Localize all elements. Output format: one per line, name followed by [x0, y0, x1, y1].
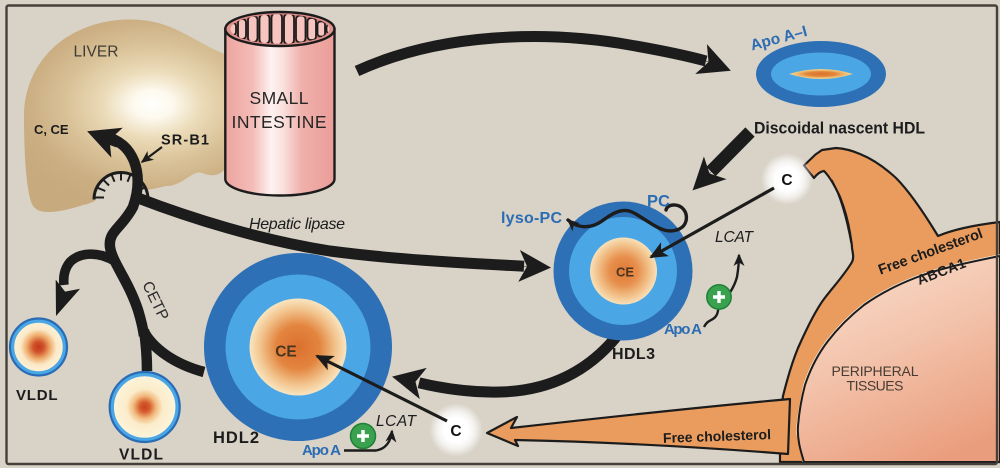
svg-text:LCAT: LCAT	[376, 413, 418, 430]
svg-text:C: C	[450, 423, 461, 440]
svg-text:VLDL: VLDL	[119, 447, 163, 464]
svg-text:PERIPHERAL: PERIPHERAL	[832, 363, 919, 379]
svg-text:CE: CE	[616, 265, 634, 280]
svg-text:Apo A: Apo A	[302, 442, 341, 459]
svg-text:Hepatic lipase: Hepatic lipase	[249, 216, 345, 233]
svg-text:SMALL: SMALL	[250, 88, 309, 108]
svg-text:PC: PC	[647, 193, 670, 211]
svg-text:SR-B1: SR-B1	[161, 133, 209, 149]
svg-text:Discoidal nascent HDL: Discoidal nascent HDL	[754, 119, 925, 138]
svg-text:CE: CE	[275, 344, 297, 361]
svg-text:lyso-PC: lyso-PC	[501, 210, 562, 227]
svg-text:Free cholesterol: Free cholesterol	[663, 426, 771, 446]
svg-text:INTESTINE: INTESTINE	[232, 112, 327, 132]
svg-text:C, CE: C, CE	[34, 122, 69, 137]
svg-text:VLDL: VLDL	[16, 387, 58, 404]
svg-text:LIVER: LIVER	[74, 44, 119, 61]
svg-text:TISSUES: TISSUES	[847, 378, 904, 394]
svg-text:HDL2: HDL2	[213, 429, 259, 447]
svg-text:HDL3: HDL3	[612, 346, 655, 363]
svg-text:Apo A: Apo A	[664, 321, 702, 338]
svg-text:LCAT: LCAT	[715, 229, 755, 246]
svg-text:C: C	[781, 172, 792, 189]
